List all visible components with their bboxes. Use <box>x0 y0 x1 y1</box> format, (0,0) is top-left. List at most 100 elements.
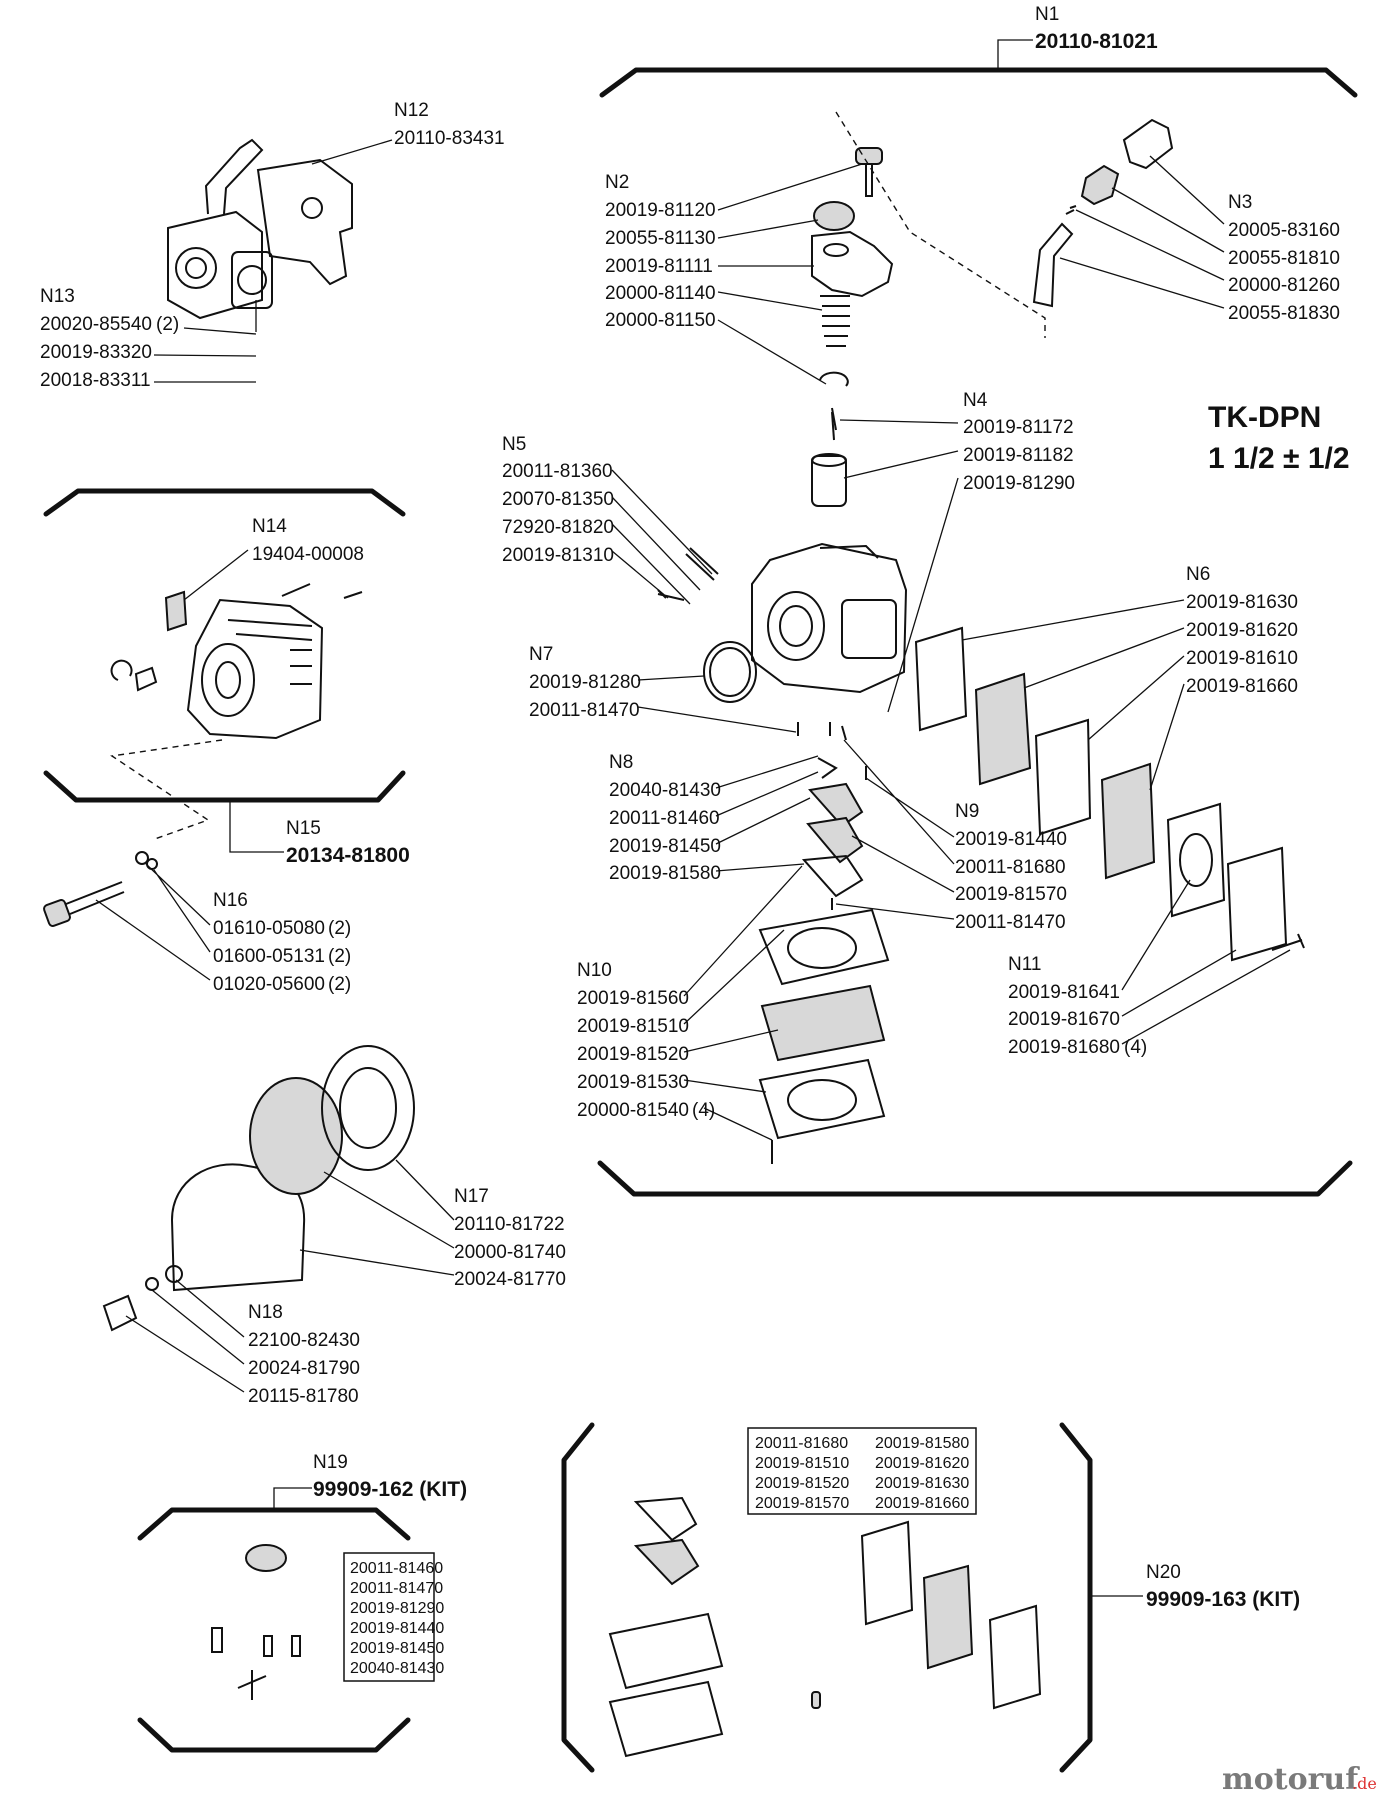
part-n12-0: 20110-83431 <box>394 128 505 149</box>
tag-n13: N13 <box>40 286 75 307</box>
tag-n8: N8 <box>609 752 633 773</box>
part-n10-1: 20019-81510 <box>577 1016 689 1037</box>
part-n2-1: 20055-81130 <box>605 228 716 249</box>
tag-n2: N2 <box>605 172 629 193</box>
air-filter-housing-sketch <box>110 583 363 841</box>
kit-n20-item-0: 20011-81680 <box>755 1435 848 1452</box>
model-code: TK-DPN <box>1208 401 1321 434</box>
part-n11-1: 20019-81670 <box>1008 1009 1120 1030</box>
bracket-n20-right <box>1059 1422 1093 1773</box>
kit-n20-item-7: 20019-81660 <box>875 1495 969 1512</box>
part-n2-2: 20019-81111 <box>605 256 713 277</box>
tag-n3: N3 <box>1228 192 1252 213</box>
part-n2-4: 20000-81150 <box>605 310 716 331</box>
part-n16-0: 01610-05080 <box>213 918 325 939</box>
kit-n19-item-0: 20011-81460 <box>350 1560 443 1577</box>
part-n10-4: 20000-81540 <box>577 1100 689 1121</box>
part-n10-2: 20019-81520 <box>577 1044 689 1065</box>
carburetor-body-sketch <box>657 542 908 703</box>
dashed-guide-n2 <box>835 111 1046 338</box>
pump-parts-sketch <box>758 722 890 1164</box>
tag-n19: N19 <box>313 1452 348 1473</box>
tag-n9: N9 <box>955 801 979 822</box>
part-n16-1: 01600-05131 <box>213 946 325 967</box>
tag-n18: N18 <box>248 1302 283 1323</box>
part-n17-1: 20000-81740 <box>454 1242 566 1263</box>
part-n1-0: 20110-81021 <box>1035 30 1158 53</box>
kit-n19-parts-sketch <box>211 1544 301 1700</box>
kit-n20-box <box>747 1427 977 1515</box>
kit-n20-item-5: 20019-81630 <box>875 1475 969 1492</box>
part-n15-0: 20134-81800 <box>286 844 410 867</box>
tag-n15: N15 <box>286 818 321 839</box>
kit-n19-item-4: 20019-81450 <box>350 1640 444 1657</box>
air-filter-cover-sketch <box>102 1045 415 1332</box>
part-n3-1: 20055-81810 <box>1228 248 1340 269</box>
tag-n1: N1 <box>1035 4 1059 25</box>
tag-n5: N5 <box>502 434 526 455</box>
kit-n20-item-6: 20019-81570 <box>755 1495 849 1512</box>
watermark-logo: motoruf <box>1222 1762 1360 1797</box>
part-n13-2: 20018-83311 <box>40 370 151 391</box>
part-n18-1: 20024-81790 <box>248 1358 360 1379</box>
tag-n17: N17 <box>454 1186 489 1207</box>
part-n2-3: 20000-81140 <box>605 283 716 304</box>
part-n4-1: 20019-81182 <box>963 445 1074 466</box>
part-n5-1: 20070-81350 <box>502 489 614 510</box>
qty-n16-1: (2) <box>328 946 351 967</box>
watermark-suffix: .de <box>1352 1774 1377 1793</box>
bracket-n19-top <box>137 1507 411 1541</box>
part-n7-1: 20011-81470 <box>529 700 640 721</box>
tag-n7: N7 <box>529 644 553 665</box>
part-n9-2: 20019-81570 <box>955 884 1067 905</box>
needle-sleeve-sketch <box>811 411 847 507</box>
carburetor-assembly-sketch <box>167 138 353 332</box>
bracket-n20-left <box>561 1422 595 1773</box>
tag-n16: N16 <box>213 890 248 911</box>
qty-n16-2: (2) <box>328 974 351 995</box>
part-n10-3: 20019-81530 <box>577 1072 689 1093</box>
bolt-sketch <box>43 851 158 927</box>
tag-n10: N10 <box>577 960 612 981</box>
part-n5-2: 72920-81820 <box>502 517 614 538</box>
part-n8-2: 20019-81450 <box>609 836 721 857</box>
part-n6-0: 20019-81630 <box>1186 592 1298 613</box>
tag-n20: N20 <box>1146 1562 1181 1583</box>
part-n16-2: 01020-05600 <box>213 974 325 995</box>
part-n4-0: 20019-81172 <box>963 417 1074 438</box>
kit-n20-item-2: 20019-81510 <box>755 1455 849 1472</box>
part-n2-0: 20019-81120 <box>605 200 716 221</box>
part-n3-2: 20000-81260 <box>1228 275 1340 296</box>
bracket-n19-bottom <box>137 1717 411 1753</box>
part-n17-2: 20024-81770 <box>454 1269 566 1290</box>
bracket-n1-bottom <box>597 1160 1353 1197</box>
part-n9-1: 20011-81680 <box>955 857 1066 878</box>
kit-n20-item-3: 20019-81620 <box>875 1455 969 1472</box>
part-n7-0: 20019-81280 <box>529 672 641 693</box>
part-n13-0: 20020-85540 <box>40 314 152 335</box>
model-spec: 1 1/2 ± 1/2 <box>1208 442 1350 475</box>
idle-adjust-assembly-sketch <box>811 147 894 431</box>
kit-n19-item-1: 20011-81470 <box>350 1580 443 1597</box>
tag-n12: N12 <box>394 100 429 121</box>
kit-n20-item-4: 20019-81520 <box>755 1475 849 1492</box>
kit-n19-item-3: 20019-81440 <box>350 1620 444 1637</box>
bracket-n14-bottom <box>43 770 406 803</box>
part-n4-2: 20019-81290 <box>963 473 1075 494</box>
tag-n14: N14 <box>252 516 287 537</box>
kit-n19-box <box>343 1552 435 1682</box>
part-n8-0: 20040-81430 <box>609 780 721 801</box>
bracket-n14-top <box>43 488 406 517</box>
part-n20-0: 99909-163 (KIT) <box>1146 1588 1300 1611</box>
bracket-n1-top <box>599 67 1358 98</box>
part-n9-0: 20019-81440 <box>955 829 1067 850</box>
part-n14-0: 19404-00008 <box>252 544 364 565</box>
part-n18-2: 20115-81780 <box>248 1386 359 1407</box>
kit-n20-item-1: 20019-81580 <box>875 1435 969 1452</box>
kit-n19-item-5: 20040-81430 <box>350 1660 444 1677</box>
part-n3-3: 20055-81830 <box>1228 303 1340 324</box>
part-n8-3: 20019-81580 <box>609 863 721 884</box>
gasket-stack-sketch <box>914 626 1305 962</box>
part-n6-2: 20019-81610 <box>1186 648 1298 669</box>
